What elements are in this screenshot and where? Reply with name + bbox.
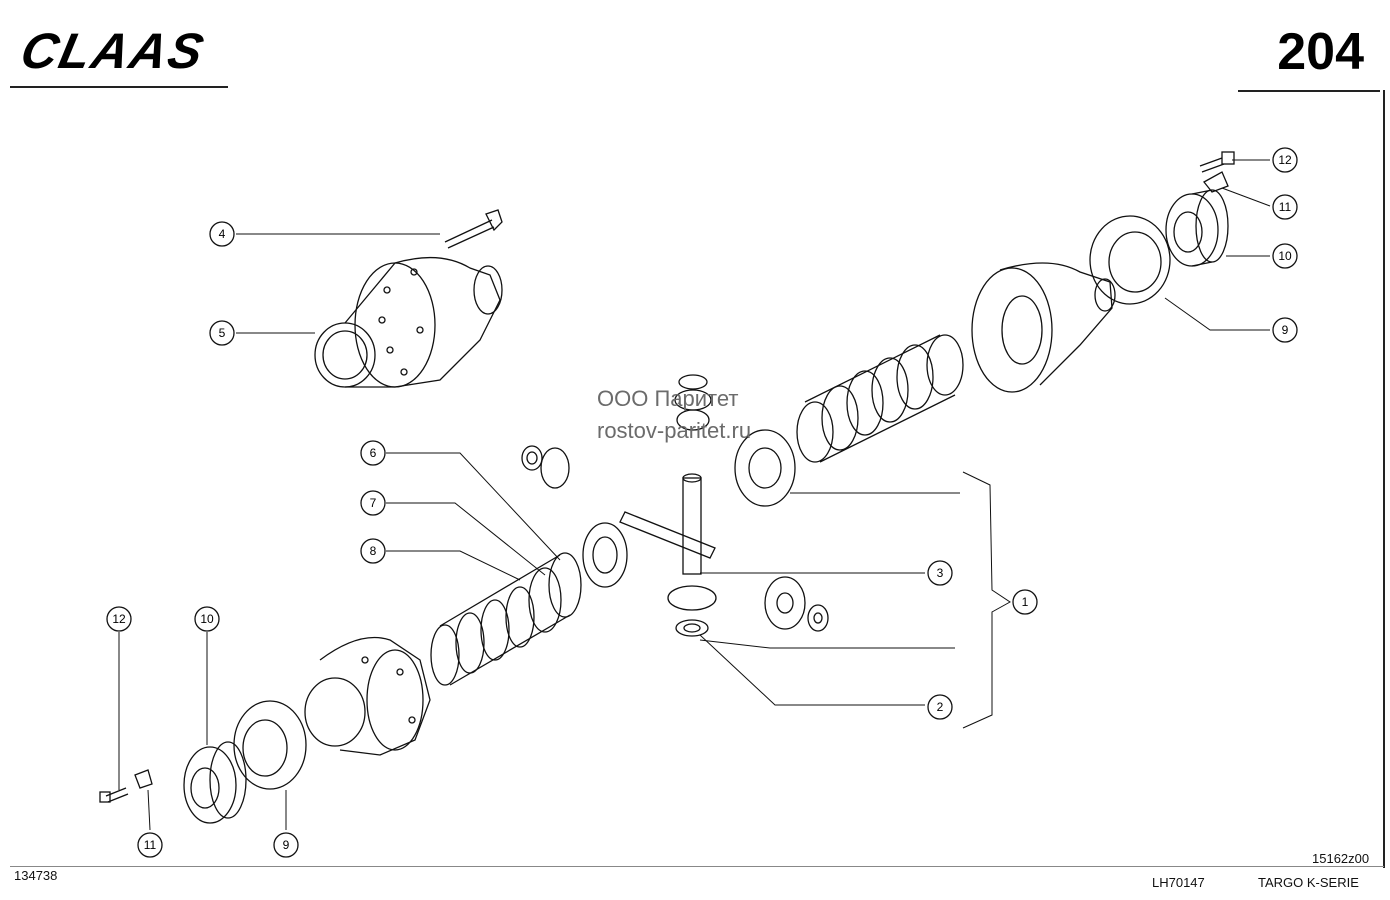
right-frame-line (1383, 90, 1385, 868)
bottom-frame-line (10, 866, 1384, 867)
callout-12-left: 12 (112, 612, 126, 626)
callout-7: 7 (370, 496, 377, 510)
watermark-url: rostov-paritet.ru (597, 418, 752, 443)
leader-lines (118, 159, 1271, 831)
callout-6: 6 (370, 446, 377, 460)
part-lock-bolt-right (1199, 151, 1235, 193)
part-nut-left-10 (183, 741, 247, 824)
part-clutch-stack-left (430, 552, 582, 686)
logo-underline (10, 86, 228, 88)
callout-circles (106, 147, 1298, 858)
callout-9-right: 9 (1282, 323, 1289, 337)
callout-11-right: 11 (1279, 200, 1292, 214)
part-bearing-left-9 (233, 700, 307, 790)
part-housing-5 (314, 256, 503, 388)
callout-4: 4 (219, 227, 226, 241)
callout-9-left: 9 (283, 838, 290, 852)
part-bolt-4 (444, 209, 503, 249)
part-cross-shaft-3 (619, 473, 716, 575)
part-pinion-lower (667, 585, 717, 637)
footer-center-code: LH70147 (1152, 875, 1205, 890)
page-number-underline (1238, 90, 1380, 92)
part-bevel-gear-right (734, 429, 796, 507)
callout-5: 5 (219, 326, 226, 340)
part-side-gear-right-small (764, 576, 829, 632)
callout-2: 2 (937, 700, 944, 714)
part-lock-bolt-left (99, 769, 153, 803)
part-housing-lower-left (304, 636, 431, 756)
part-side-gear-left (521, 445, 628, 588)
footer-series: TARGO K-SERIE (1258, 875, 1359, 890)
part-housing-right (971, 262, 1116, 393)
part-nut-right-10 (1165, 189, 1229, 267)
watermark: ООО Паритет rostov-paritet.ru (597, 383, 751, 447)
part-pinion-upper (674, 374, 712, 431)
page-number: 204 (1277, 23, 1364, 81)
callout-12-right: 12 (1278, 153, 1292, 167)
part-clutch-stack-right (796, 334, 964, 463)
footer-left-code: 134738 (14, 868, 58, 883)
callout-3: 3 (937, 566, 944, 580)
part-bearing-right-9 (1089, 215, 1171, 305)
footer-right-code: 15162z00 (1312, 851, 1370, 866)
watermark-company: ООО Паритет (597, 386, 739, 411)
callout-11-left: 11 (144, 838, 157, 852)
callout-8: 8 (370, 544, 377, 558)
callout-10-left: 10 (200, 612, 214, 626)
callout-1: 1 (1022, 595, 1029, 609)
callout-10-right: 10 (1278, 249, 1292, 263)
